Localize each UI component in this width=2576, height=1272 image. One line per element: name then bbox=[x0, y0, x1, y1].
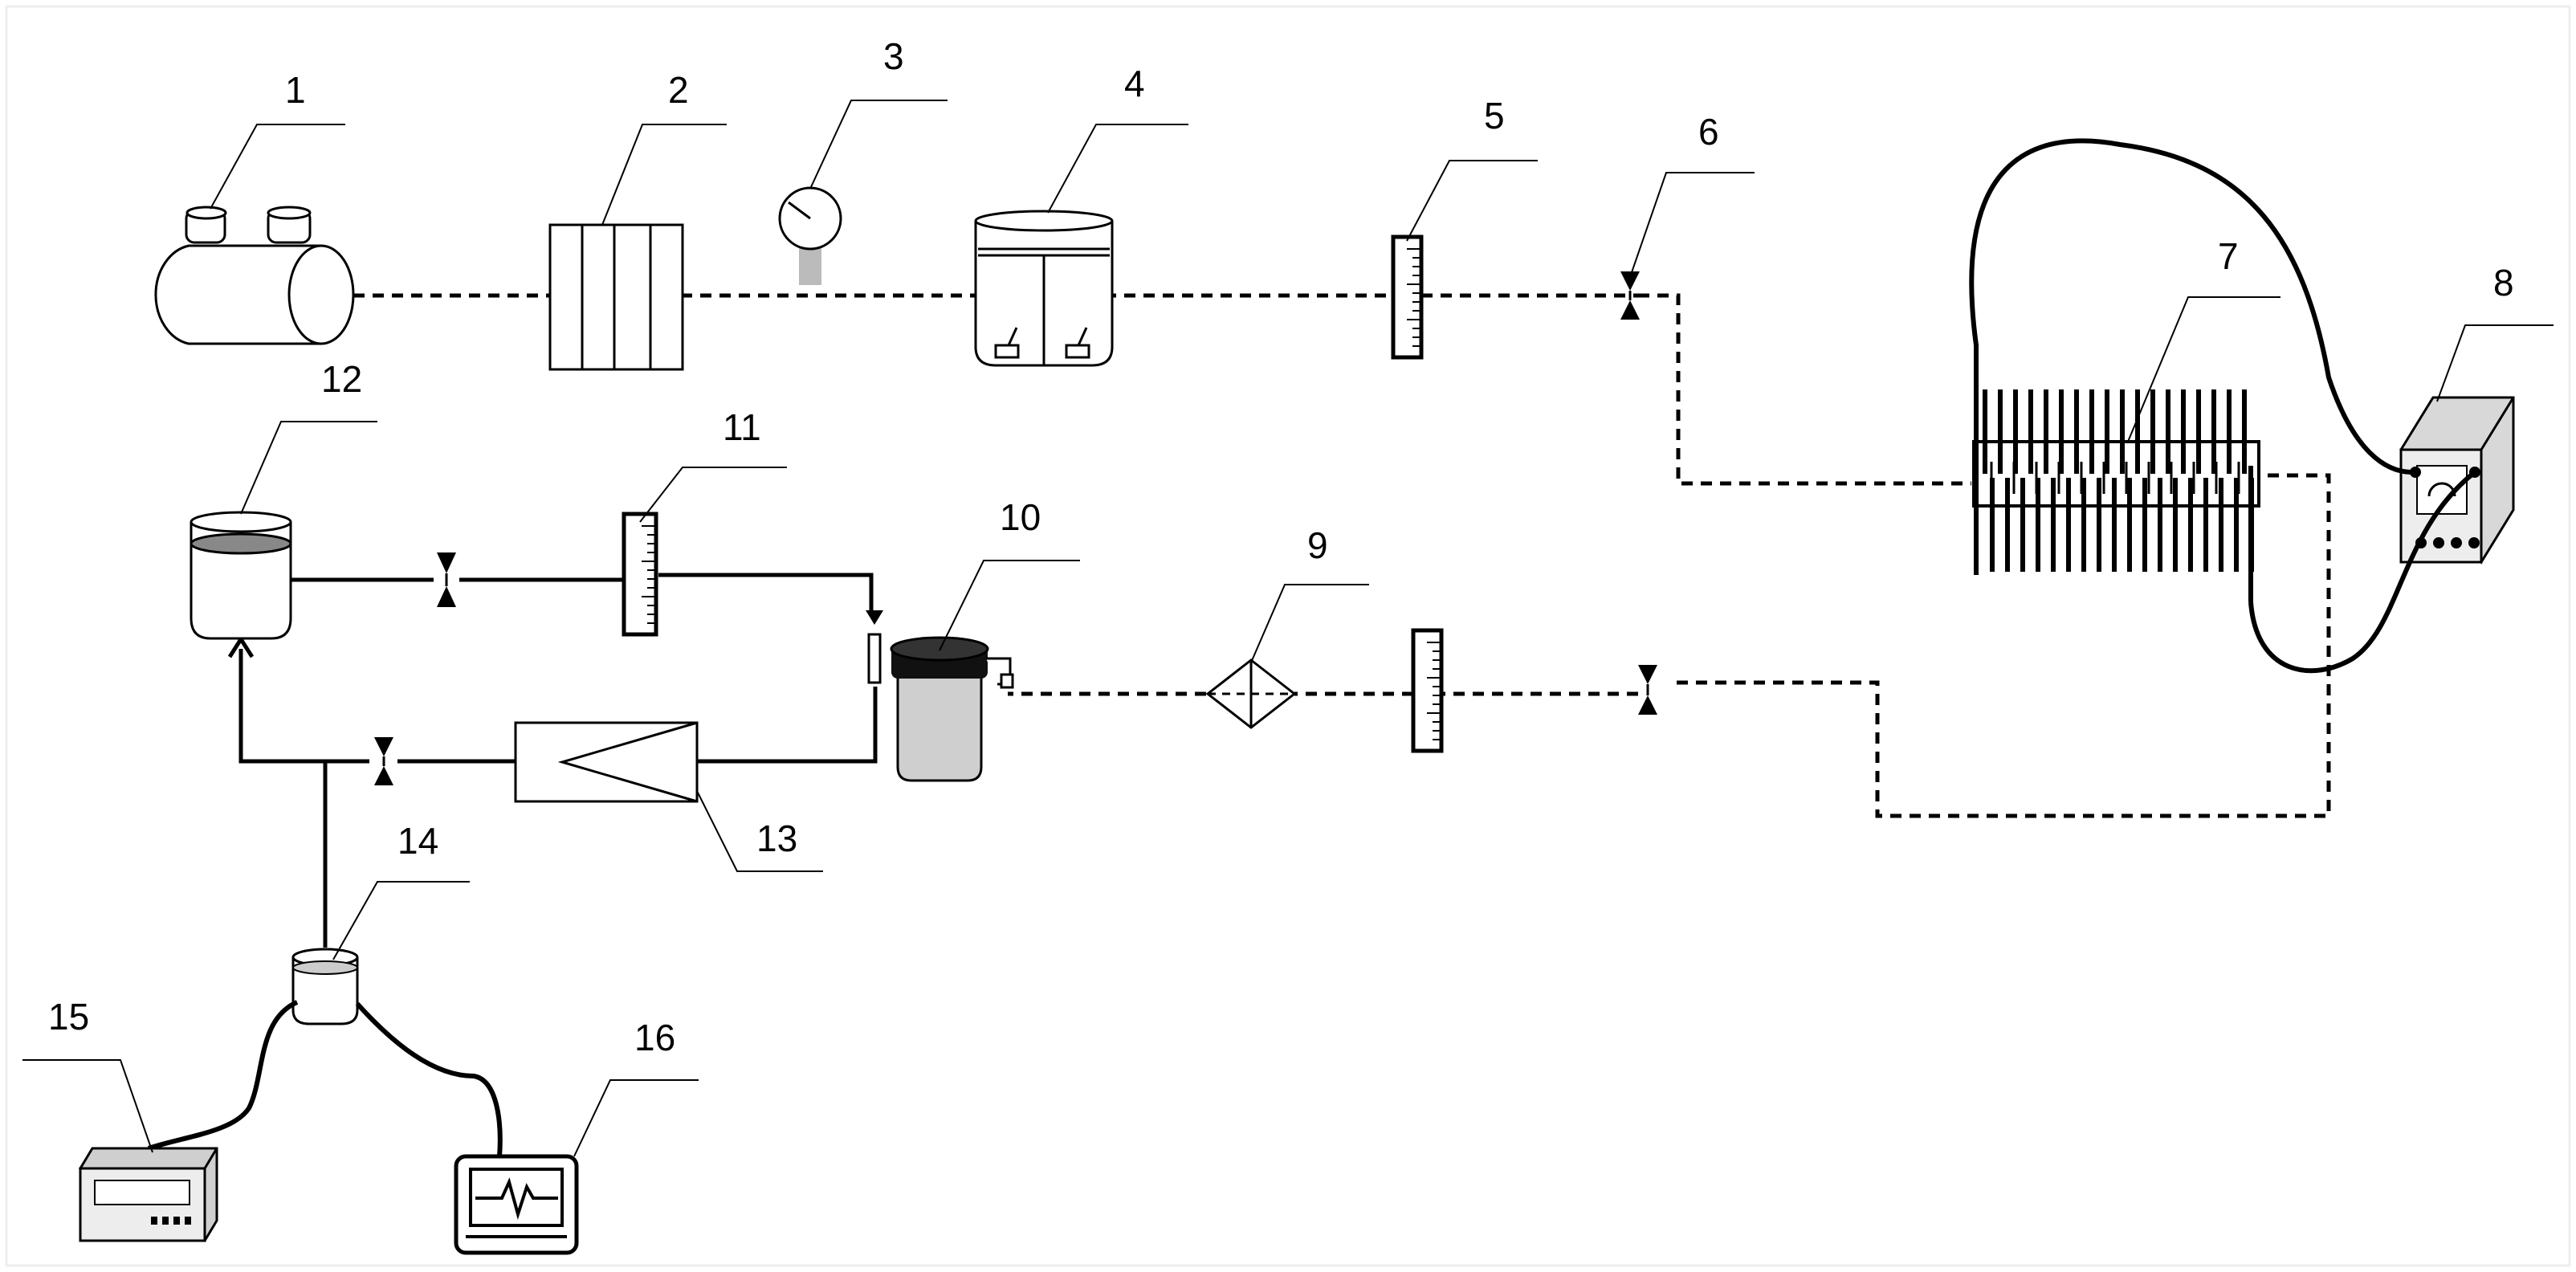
leader-lines bbox=[22, 100, 2554, 1157]
gas-cylinder bbox=[154, 206, 355, 345]
label-10: 10 bbox=[1000, 496, 1041, 538]
drying-column bbox=[548, 223, 684, 371]
valve-6-icon bbox=[1620, 271, 1640, 320]
component-labels: 1 2 3 4 5 6 7 8 9 10 11 12 13 14 15 16 bbox=[48, 35, 2514, 1058]
humidifier-vessel bbox=[974, 210, 1114, 367]
pump-13 bbox=[514, 721, 699, 803]
filter-9 bbox=[1205, 658, 1297, 729]
valve-liquid-icon bbox=[374, 552, 456, 785]
gas-feed-line bbox=[353, 293, 1971, 486]
flowmeter-11 bbox=[622, 512, 658, 637]
label-1: 1 bbox=[285, 69, 306, 111]
label-8: 8 bbox=[2493, 262, 2514, 304]
label-16: 16 bbox=[634, 1017, 675, 1058]
label-14: 14 bbox=[397, 820, 438, 862]
plasma-reactor bbox=[1972, 344, 2260, 602]
liquid-loop-line bbox=[227, 573, 878, 948]
label-15: 15 bbox=[48, 996, 89, 1038]
label-13: 13 bbox=[756, 817, 797, 859]
label-6: 6 bbox=[1698, 111, 1719, 153]
flowmeter-5 bbox=[1391, 234, 1424, 360]
label-3: 3 bbox=[883, 35, 904, 77]
liquid-reservoir bbox=[190, 511, 292, 640]
valve-outlet-icon bbox=[1638, 665, 1657, 715]
label-7: 7 bbox=[2218, 235, 2239, 277]
label-4: 4 bbox=[1124, 63, 1145, 104]
gas-outlet-line bbox=[1008, 473, 2331, 818]
monitor-16-icon bbox=[454, 1154, 579, 1255]
label-11: 11 bbox=[723, 406, 761, 448]
meter-15 bbox=[78, 1147, 218, 1243]
power-supply bbox=[2399, 396, 2515, 565]
high-voltage-cable bbox=[1969, 138, 2476, 674]
flowmeter-outlet bbox=[1411, 628, 1444, 753]
pressure-gauge-icon bbox=[778, 186, 842, 285]
absorption-bottle bbox=[866, 610, 1014, 782]
sensor-cables bbox=[148, 1000, 503, 1157]
label-9: 9 bbox=[1307, 524, 1328, 566]
sensor-cell-14 bbox=[291, 948, 359, 1025]
label-2: 2 bbox=[668, 69, 689, 111]
label-12: 12 bbox=[321, 358, 362, 400]
label-5: 5 bbox=[1484, 95, 1505, 137]
